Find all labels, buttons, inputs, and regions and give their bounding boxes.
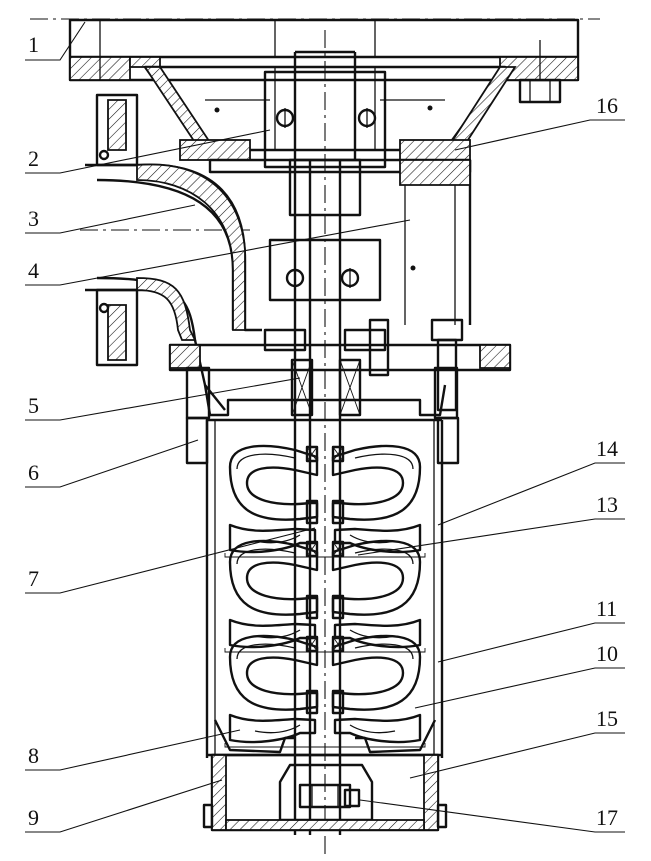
pump-shaft xyxy=(293,50,357,835)
callout-4: 4 xyxy=(28,258,39,283)
impeller-nut xyxy=(298,783,361,809)
callout-10: 10 xyxy=(596,641,618,666)
callout-11: 11 xyxy=(596,596,617,621)
callout-6: 6 xyxy=(28,460,39,485)
callout-9: 9 xyxy=(28,805,39,830)
seal-housing xyxy=(168,318,512,420)
callout-7: 7 xyxy=(28,566,39,591)
callout-8: 8 xyxy=(28,743,39,768)
callout-17: 17 xyxy=(596,805,618,830)
suction-base xyxy=(202,753,448,832)
callout-1: 1 xyxy=(28,32,39,57)
callout-16: 16 xyxy=(596,93,618,118)
stage-casing xyxy=(185,416,460,758)
callout-5: 5 xyxy=(28,393,39,418)
callout-2: 2 xyxy=(28,146,39,171)
leader-lines xyxy=(25,21,625,833)
top-flange xyxy=(68,18,580,104)
callout-13: 13 xyxy=(596,492,618,517)
callout-14: 14 xyxy=(596,436,618,461)
discharge-elbow xyxy=(85,93,262,411)
pump-head xyxy=(208,158,472,325)
callout-3: 3 xyxy=(28,206,39,231)
callout-15: 15 xyxy=(596,706,618,731)
